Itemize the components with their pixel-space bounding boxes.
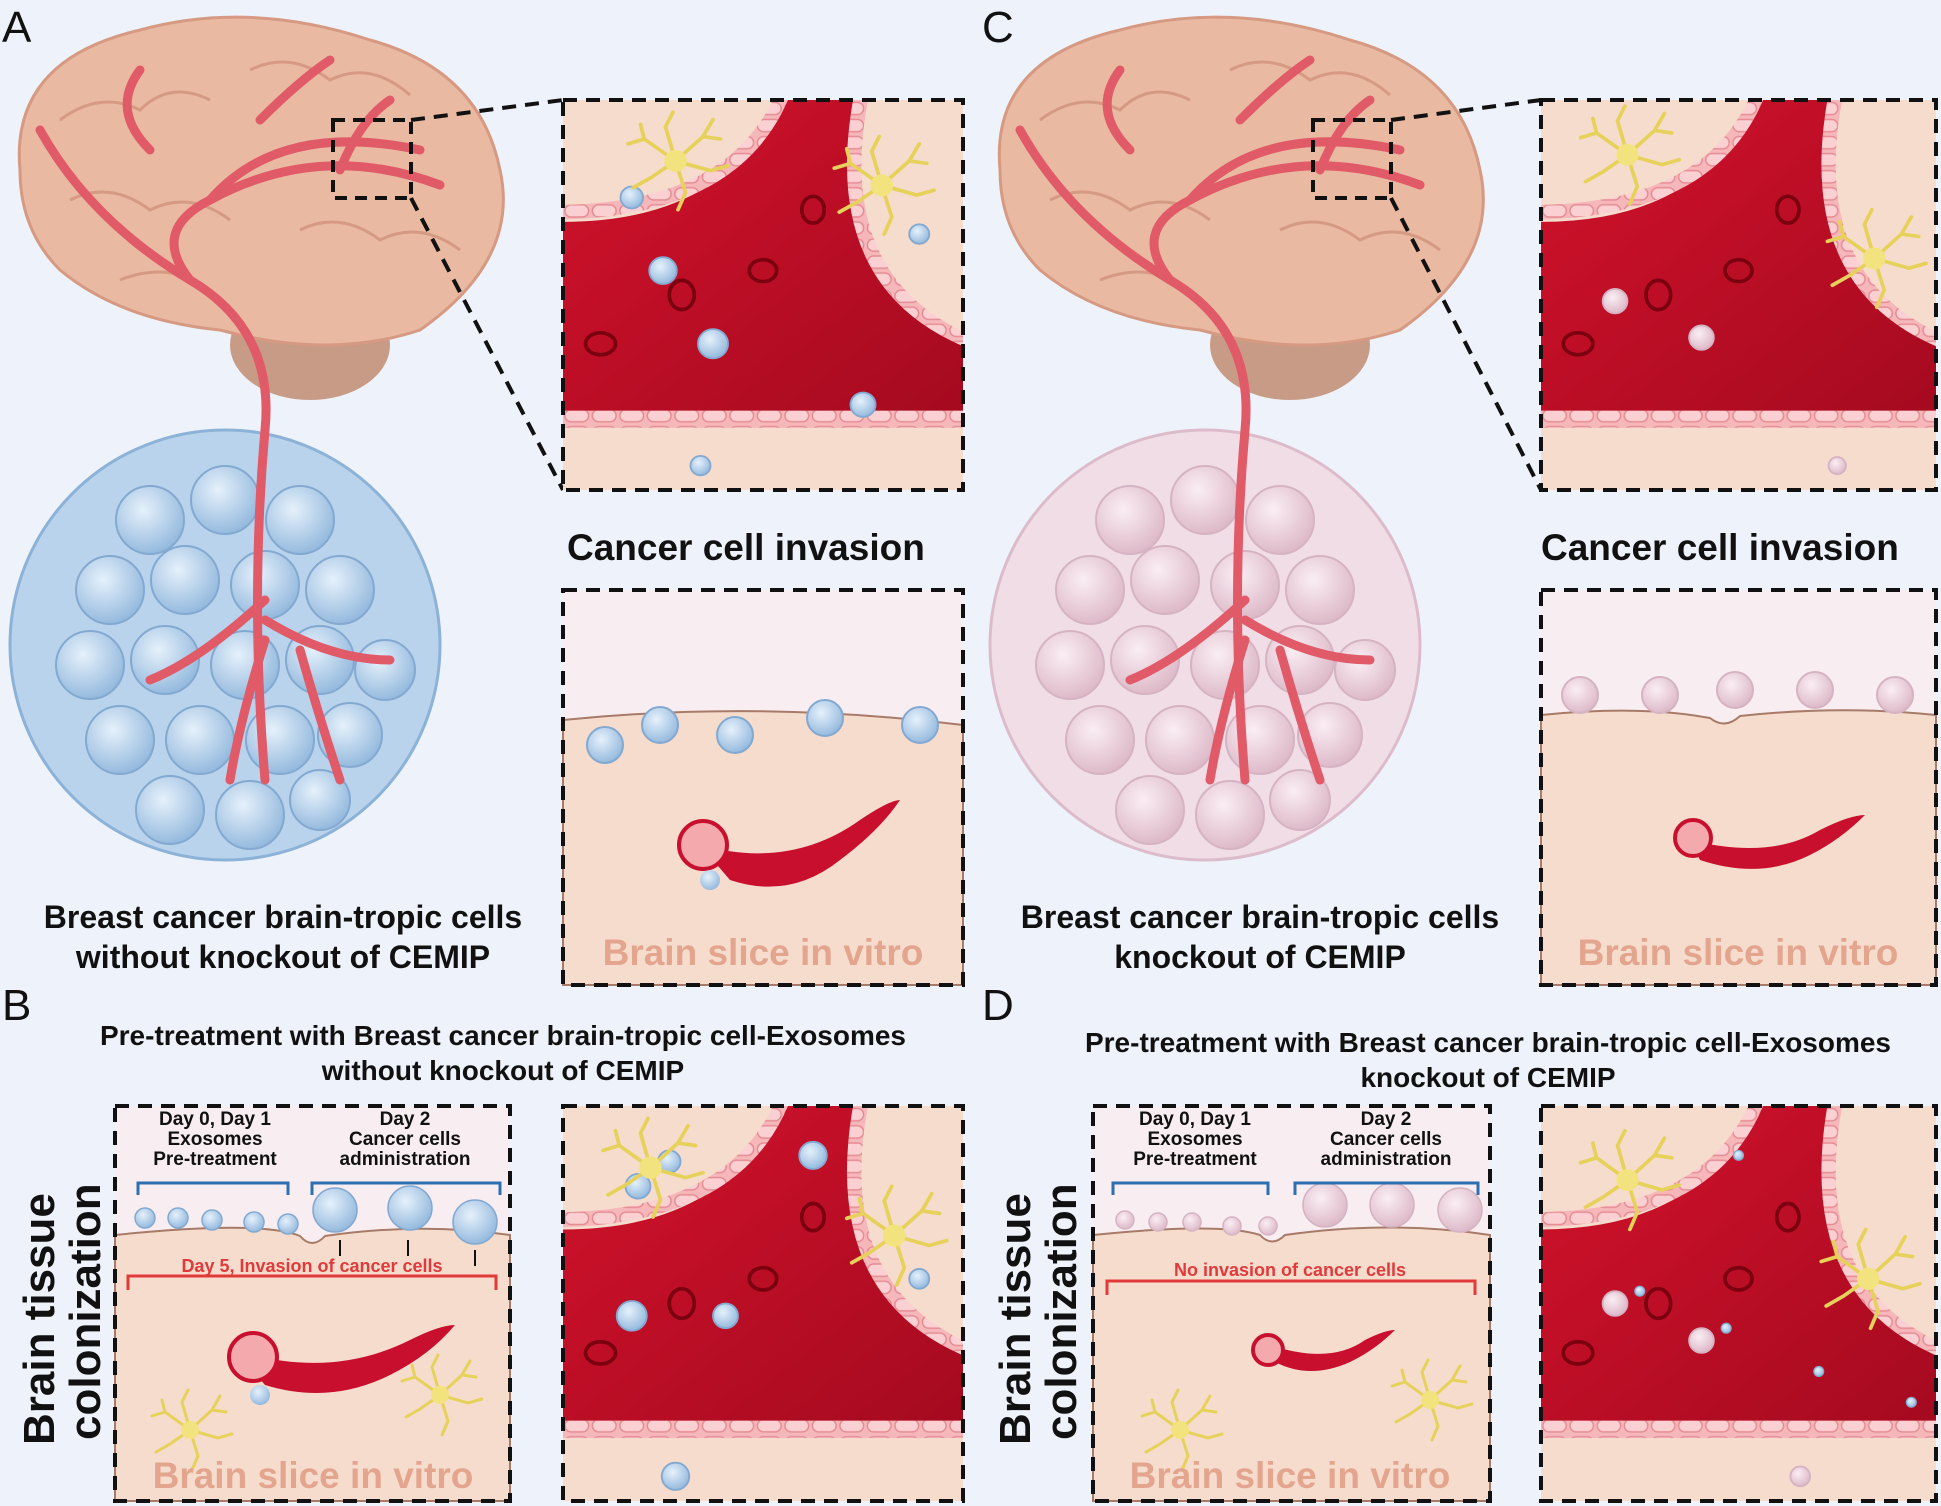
day01-b-line1: Day 0, Day 1	[159, 1109, 271, 1130]
day2-b-line2: Cancer cells	[349, 1129, 461, 1150]
side-label-b-line1: Brain tissue	[15, 1193, 64, 1445]
tumor-cluster-blue	[8, 428, 442, 862]
panel-d: D Pre-treatment with Breast cancer brain…	[982, 981, 1938, 1503]
side-label-d-line1: Brain tissue	[991, 1193, 1040, 1445]
side-label-b-line2: colonization	[61, 1183, 110, 1440]
invasion-title-a: Cancer cell invasion	[567, 527, 925, 568]
slice-box-c: Brain slice in vitro	[1539, 588, 1938, 987]
day01-b-line2: Exosomes	[167, 1129, 262, 1150]
title-d-line2: knockout of CEMIP	[1360, 1062, 1615, 1093]
panel-letter-a: A	[2, 3, 32, 52]
no-invasion-note-d: No invasion of cancer cells	[1174, 1260, 1406, 1280]
slice-label-d: Brain slice in vitro	[1130, 1455, 1451, 1496]
panel-letter-b: B	[2, 981, 31, 1030]
day2-b-line3: administration	[340, 1149, 471, 1170]
slice-label-b: Brain slice in vitro	[153, 1455, 474, 1496]
caption-c-line1: Breast cancer brain-tropic cells	[1021, 899, 1499, 935]
day01-d-line1: Day 0, Day 1	[1139, 1109, 1251, 1130]
title-b-line1: Pre-treatment with Breast cancer brain-t…	[100, 1020, 906, 1051]
tumor-cluster-pink	[988, 428, 1422, 862]
day2-d-line2: Cancer cells	[1330, 1129, 1442, 1150]
caption-a-line1: Breast cancer brain-tropic cells	[44, 899, 522, 935]
zoom-box-a	[561, 98, 965, 492]
brain-illustration-c	[997, 15, 1485, 785]
side-label-d-line2: colonization	[1037, 1183, 1086, 1440]
zoom-box-d	[1539, 1104, 1938, 1503]
day01-b-line3: Pre-treatment	[153, 1149, 277, 1170]
timeline-box-d: Day 0, Day 1 Exosomes Pre-treatment Day …	[1091, 1104, 1492, 1503]
day2-b-line1: Day 2	[380, 1109, 431, 1130]
slice-label-c: Brain slice in vitro	[1578, 932, 1899, 973]
day01-d-line2: Exosomes	[1147, 1129, 1242, 1150]
panel-b: B Pre-treatment with Breast cancer brain…	[2, 981, 965, 1503]
day5-note-b: Day 5, Invasion of cancer cells	[181, 1256, 442, 1276]
slice-label-a: Brain slice in vitro	[603, 932, 924, 973]
panel-a: A	[2, 3, 965, 987]
day01-d-line3: Pre-treatment	[1133, 1149, 1257, 1170]
panel-c: C	[982, 3, 1938, 987]
caption-a-line2: without knockout of CEMIP	[75, 939, 490, 975]
zoom-box-b	[561, 1104, 965, 1503]
day2-d-line1: Day 2	[1361, 1109, 1412, 1130]
zoom-box-c	[1539, 98, 1938, 492]
title-d-line1: Pre-treatment with Breast cancer brain-t…	[1085, 1027, 1891, 1058]
slice-box-a: Brain slice in vitro	[561, 588, 965, 987]
panel-letter-d: D	[982, 981, 1014, 1030]
invasion-title-c: Cancer cell invasion	[1541, 527, 1899, 568]
caption-c-line2: knockout of CEMIP	[1114, 939, 1406, 975]
day2-d-line3: administration	[1321, 1149, 1452, 1170]
brain-illustration	[17, 15, 505, 785]
panel-letter-c: C	[982, 3, 1014, 52]
title-b-line2: without knockout of CEMIP	[321, 1055, 684, 1086]
timeline-box-b: Day 0, Day 1 Exosomes Pre-treatment Day …	[113, 1104, 512, 1503]
